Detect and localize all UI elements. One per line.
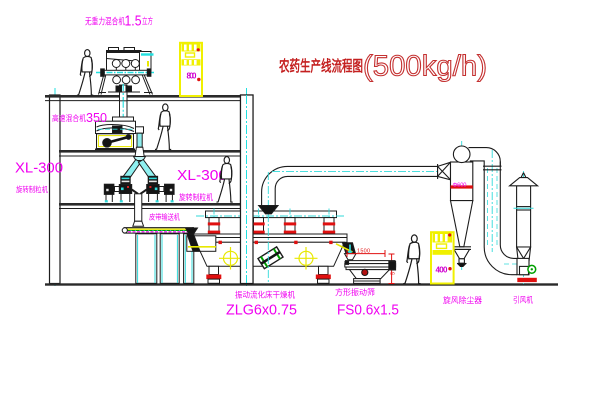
svg-text:ZLG6x0.75: ZLG6x0.75 [226,303,297,319]
svg-text:1.5: 1.5 [125,14,142,30]
svg-text:振动流化床干燥机: 振动流化床干燥机 [235,290,295,300]
svg-text:350: 350 [86,110,107,125]
svg-text:农药生产线流程图: 农药生产线流程图 [278,57,363,75]
svg-text:800: 800 [187,72,198,81]
svg-text:XL-300: XL-300 [177,167,227,184]
svg-text:引风机: 引风机 [513,295,533,305]
svg-text:400: 400 [436,266,449,275]
svg-text:旋转制粒机: 旋转制粒机 [16,184,48,194]
svg-text:皮带输送机: 皮带输送机 [149,212,180,222]
svg-text:旋风除尘器: 旋风除尘器 [443,295,482,305]
svg-text:FS0.6x1.5: FS0.6x1.5 [337,303,399,319]
svg-text:(500kg/h): (500kg/h) [363,51,487,83]
svg-text:1500: 1500 [357,249,370,255]
svg-text:高速混合机: 高速混合机 [52,113,86,123]
svg-text:立方: 立方 [142,16,153,26]
svg-text:无重力混合机: 无重力混合机 [85,16,125,27]
svg-text:Φ600: Φ600 [453,183,468,189]
svg-text:XL-300: XL-300 [15,161,63,177]
svg-text:旋转制粒机: 旋转制粒机 [179,192,213,202]
svg-text:方形振动筛: 方形振动筛 [335,287,375,297]
